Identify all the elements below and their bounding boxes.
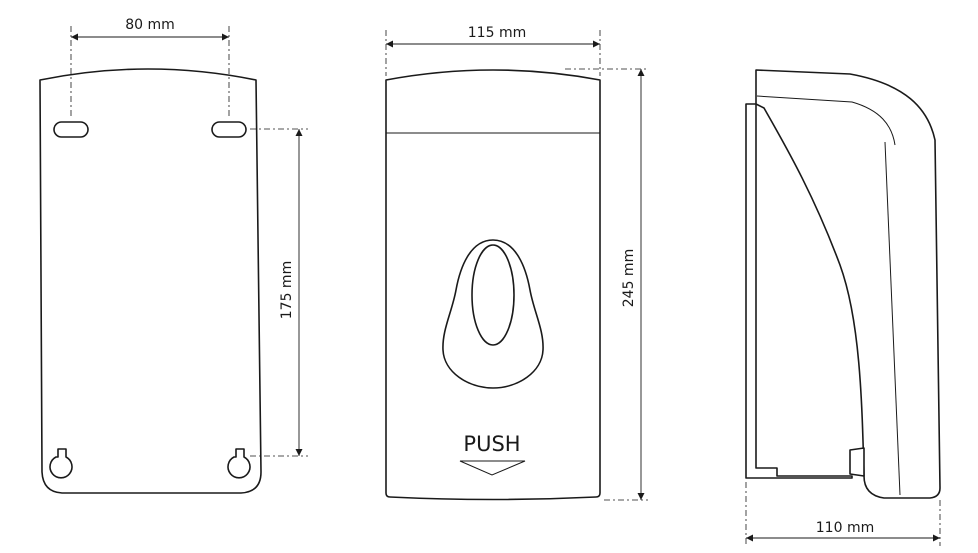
side-body-outline [755, 69, 941, 499]
keyhole-right [227, 448, 251, 479]
mounting-slot-right [211, 121, 247, 138]
side-inner-front-line [884, 141, 901, 496]
keyhole-left [49, 448, 73, 479]
dim-label-depth: 110 mm [816, 520, 874, 536]
dim-label-total-height: 245 mm [621, 249, 637, 307]
dim-label-front-width: 115 mm [468, 25, 526, 41]
side-push-lever [849, 447, 865, 477]
back-view: 80 mm 175 mm [39, 17, 308, 494]
push-label: PUSH [463, 432, 520, 456]
dim-label-mount-height: 175 mm [279, 261, 295, 319]
side-back-plate [745, 103, 853, 479]
push-button-window [471, 244, 515, 346]
dim-label-hole-spacing: 80 mm [125, 17, 175, 33]
mounting-slot-left [53, 121, 89, 138]
side-view: 110 mm [745, 69, 941, 546]
side-inner-top-line [756, 95, 896, 146]
front-view: PUSH 115 mm 245 mm [385, 25, 648, 501]
push-arrow-icon [459, 460, 526, 476]
back-panel-outline [39, 68, 262, 494]
